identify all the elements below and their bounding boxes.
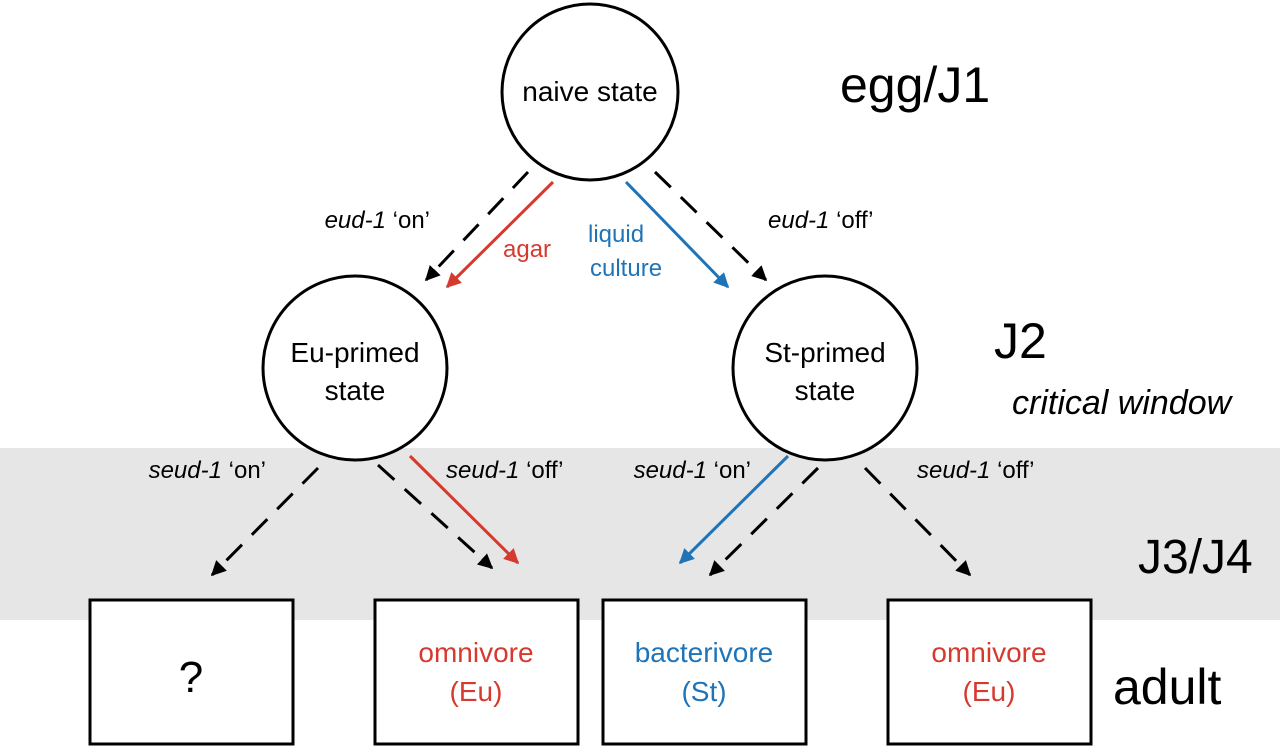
liquid-culture-arrow <box>624 180 730 289</box>
omnivore-right-line1: omnivore <box>931 637 1046 668</box>
eu-primed-node <box>261 274 449 462</box>
seud1-on-left-arrow <box>210 466 320 577</box>
j3-j4-band <box>0 448 1280 620</box>
eu-primed-label-line1: Eu-primed <box>290 337 419 368</box>
seud1-off-left-agar-arrow <box>408 454 520 565</box>
seud1-on-right-state: ‘on’ <box>714 457 751 484</box>
outcome-unknown-label: ? <box>179 653 203 702</box>
stage-critical-window: critical window <box>1012 384 1234 422</box>
omnivore-left-line2: (Eu) <box>450 676 503 707</box>
eud1-off-label: eud-1 ‘off’ <box>768 207 873 234</box>
seud1-on-right-liquid-arrow <box>678 454 790 565</box>
agar-arrow <box>445 180 555 289</box>
stage-j3-j4: J3/J4 <box>1138 531 1253 584</box>
seud1-off-left-gene: seud-1 <box>446 457 519 484</box>
seud1-on-left-label: seud-1 ‘on’ <box>149 457 266 484</box>
eud1-off-arrow <box>653 170 768 282</box>
stage-egg-j1: egg/J1 <box>840 57 990 113</box>
seud1-on-right-dashed-arrow <box>708 466 820 577</box>
stage-adult: adult <box>1113 659 1222 715</box>
eud1-on-label: eud-1 ‘on’ <box>325 207 430 234</box>
liquid-label-line2: culture <box>590 255 662 282</box>
outcome-box-omnivore-left <box>373 598 580 746</box>
naive-state-label: naive state <box>522 76 657 107</box>
seud1-off-left-state: ‘off’ <box>526 457 563 484</box>
seud1-off-right-label: seud-1 ‘off’ <box>917 457 1034 484</box>
agar-label: agar <box>503 236 551 263</box>
liquid-label-line1: liquid <box>588 221 644 248</box>
seud1-on-right-label: seud-1 ‘on’ <box>634 457 751 484</box>
bacterivore-line1: bacterivore <box>635 637 774 668</box>
outcome-box-omnivore-right <box>886 598 1093 746</box>
st-primed-node <box>731 274 919 462</box>
eud1-on-gene: eud-1 <box>325 207 386 234</box>
seud1-off-left-dashed-arrow <box>376 463 494 570</box>
st-primed-label-line2: state <box>795 375 856 406</box>
seud1-on-left-state: ‘on’ <box>229 457 266 484</box>
naive-state-node <box>500 2 680 182</box>
st-primed-label-line1: St-primed <box>764 337 885 368</box>
seud1-on-left-gene: seud-1 <box>149 457 222 484</box>
omnivore-right-line2: (Eu) <box>963 676 1016 707</box>
stage-j2: J2 <box>994 313 1047 369</box>
eud1-on-arrow <box>424 170 530 282</box>
seud1-off-left-label: seud-1 ‘off’ <box>446 457 563 484</box>
omnivore-left-line1: omnivore <box>418 637 533 668</box>
outcome-box-bacterivore <box>601 598 808 746</box>
seud1-off-right-arrow <box>863 466 972 577</box>
eu-primed-label-line2: state <box>325 375 386 406</box>
eud1-off-state: ‘off’ <box>836 207 873 234</box>
eud1-on-state: ‘on’ <box>393 207 430 234</box>
seud1-off-right-gene: seud-1 <box>917 457 990 484</box>
eud1-off-gene: eud-1 <box>768 207 829 234</box>
seud1-off-right-state: ‘off’ <box>997 457 1034 484</box>
bacterivore-line2: (St) <box>681 676 726 707</box>
outcome-box-unknown <box>88 598 295 746</box>
seud1-on-right-gene: seud-1 <box>634 457 707 484</box>
